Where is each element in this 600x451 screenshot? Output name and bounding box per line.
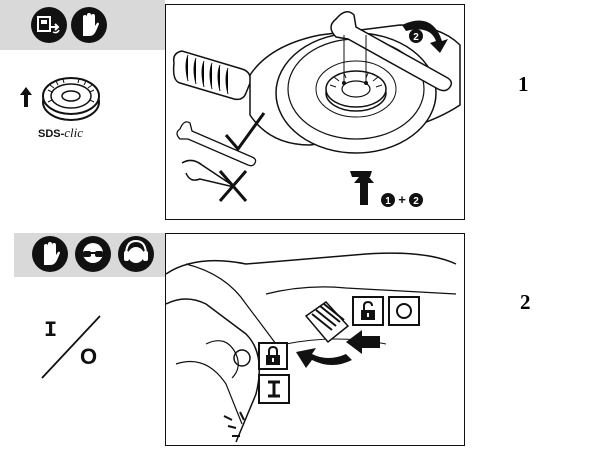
unlock-icon-box [352,296,384,326]
sds-clic-label: SDS-clic [38,125,83,141]
off-symbol-box [388,296,420,326]
unplug-icon [31,7,67,43]
switch-on-symbol: I [44,318,58,343]
svg-text:2: 2 [413,32,419,43]
sds-prefix: SDS- [38,128,65,140]
gloves-icon [71,7,107,43]
on-symbol-box [258,374,290,404]
step-number-2: 2 [520,290,531,314]
step-number-1: 1 [518,72,529,96]
sds-clic-nut-icon [40,70,102,129]
up-arrow-icon [20,87,32,112]
step1-illustration: 2 1 + 2 [165,4,465,220]
sds-suffix: clic [64,125,84,140]
switch-slash [38,312,104,387]
gloves-icon [32,236,68,272]
switch-off-symbol: O [80,344,98,369]
sequence-plus: + [398,192,406,207]
svg-text:2: 2 [413,196,419,207]
svg-text:1: 1 [385,196,391,207]
step2-illustration [165,233,465,446]
ear-protection-icon [118,236,154,272]
lock-icon-box [258,342,288,370]
goggles-icon [75,236,111,272]
